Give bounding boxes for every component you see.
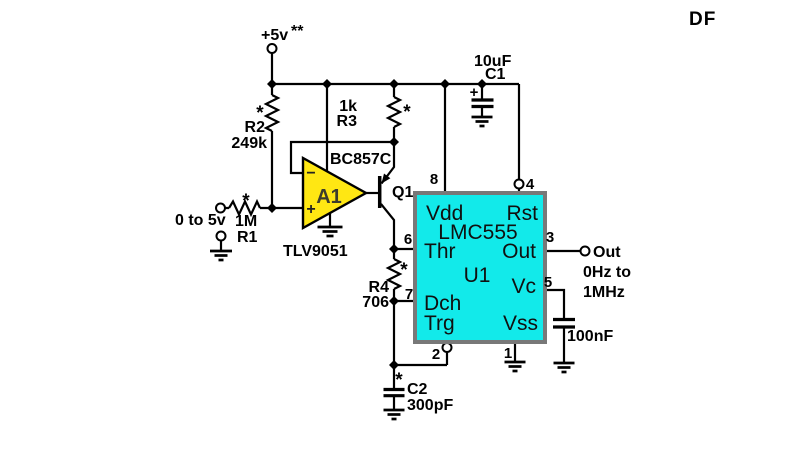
junction-dots	[267, 79, 487, 370]
opamp-plus-sign: +	[306, 201, 315, 218]
pin-number-5: 5	[544, 274, 552, 291]
chip-pin-vss-label: Vss	[503, 312, 538, 335]
pin-number-4: 4	[526, 176, 535, 193]
chip-pin-rst-label: Rst	[507, 202, 539, 225]
c2-name: C2	[407, 381, 428, 398]
terminal-input-signal	[215, 202, 226, 214]
q1-emitter-arrow	[381, 173, 391, 184]
terminal-5v	[266, 43, 278, 54]
r4-value: 706	[362, 294, 389, 311]
resistor-r4-body	[385, 249, 403, 301]
c1-name: C1	[485, 66, 506, 83]
pin-number-7: 7	[405, 286, 413, 303]
r4-star: *	[400, 260, 408, 281]
q1-name-label: Q1	[392, 184, 413, 201]
c1-polarity-sign: +	[470, 84, 479, 101]
c2-star: *	[395, 370, 403, 391]
pin-number-6: 6	[404, 231, 412, 248]
chip-body	[413, 191, 547, 344]
pin-number-8: 8	[430, 171, 438, 188]
opamp-ground-icon	[317, 225, 343, 238]
opamp-minus-sign: −	[306, 165, 315, 182]
c1-value: 10uF	[474, 53, 512, 70]
chip-pin-trg-label: Trg	[424, 312, 455, 335]
chip-pin-thr-label: Thr	[424, 240, 456, 263]
timer-chip-u1: Vdd Rst LMC555 Thr Out U1 Vc Dch Trg Vss…	[404, 171, 554, 363]
chip-pin-vdd-label: Vdd	[426, 202, 463, 225]
output-label: Out	[593, 244, 621, 261]
ground-symbols	[210, 115, 575, 421]
r2-name: R2	[245, 119, 266, 136]
terminal-input-ground	[215, 230, 227, 242]
c2-value: 300pF	[407, 397, 453, 414]
r1-value: 1M	[235, 213, 257, 230]
wires	[219, 53, 581, 410]
opamp-a1: − + A1 TLV9051	[283, 155, 369, 260]
chip-pin-vc-label: Vc	[511, 275, 536, 298]
pin-number-2: 2	[432, 346, 440, 363]
component-labels: +5v ** * R2 249k 0 to 5v * 1M R1 1k R3 *…	[175, 23, 631, 414]
input-ground-icon	[210, 249, 232, 262]
terminal-trg	[441, 342, 453, 353]
pin-number-3: 3	[546, 229, 554, 246]
vss-ground-icon	[504, 360, 526, 373]
r2-value: 249k	[231, 135, 267, 152]
r1-name: R1	[237, 229, 258, 246]
wire-feedback	[289, 140, 394, 175]
c1-ground-icon	[471, 115, 493, 128]
terminal-rst	[513, 178, 525, 190]
wire-q1-collector	[380, 203, 396, 249]
terminals	[215, 43, 591, 353]
chip-pin-out-label: Out	[502, 240, 536, 263]
output-range-line1: 0Hz to	[583, 264, 631, 281]
chip-name-label: U1	[464, 264, 491, 287]
chip-pin-dch-label: Dch	[424, 292, 461, 315]
brand-logo: DF	[689, 9, 716, 30]
input-range-label: 0 to 5v	[175, 212, 226, 229]
chip-part-label: LMC555	[438, 221, 517, 244]
power-label: +5v	[261, 27, 288, 44]
transistor-q1-labels: BC857C Q1	[330, 151, 413, 201]
r3-name: R3	[337, 113, 358, 130]
r2-star: *	[256, 103, 264, 124]
resistor-r2-body	[263, 84, 281, 208]
opamp-name: A1	[316, 186, 342, 208]
resistor-r3-body	[385, 84, 403, 142]
output-range-line2: 1MHz	[583, 284, 625, 301]
wire-trg-branch	[394, 352, 449, 367]
c3-ground-icon	[553, 361, 575, 374]
opamp-part-label: TLV9051	[283, 243, 348, 260]
wire-vc	[543, 288, 566, 319]
c2-ground-icon	[383, 408, 405, 421]
terminal-output	[579, 245, 591, 257]
r1-star: *	[242, 191, 250, 212]
c3-value: 100nF	[567, 328, 613, 345]
r4-name: R4	[369, 279, 390, 296]
power-stars: **	[291, 23, 304, 40]
q1-part-label: BC857C	[330, 151, 392, 168]
r3-star: *	[403, 102, 411, 123]
pin-number-1: 1	[504, 345, 512, 362]
r3-value: 1k	[339, 98, 357, 115]
opamp-triangle	[301, 155, 369, 231]
